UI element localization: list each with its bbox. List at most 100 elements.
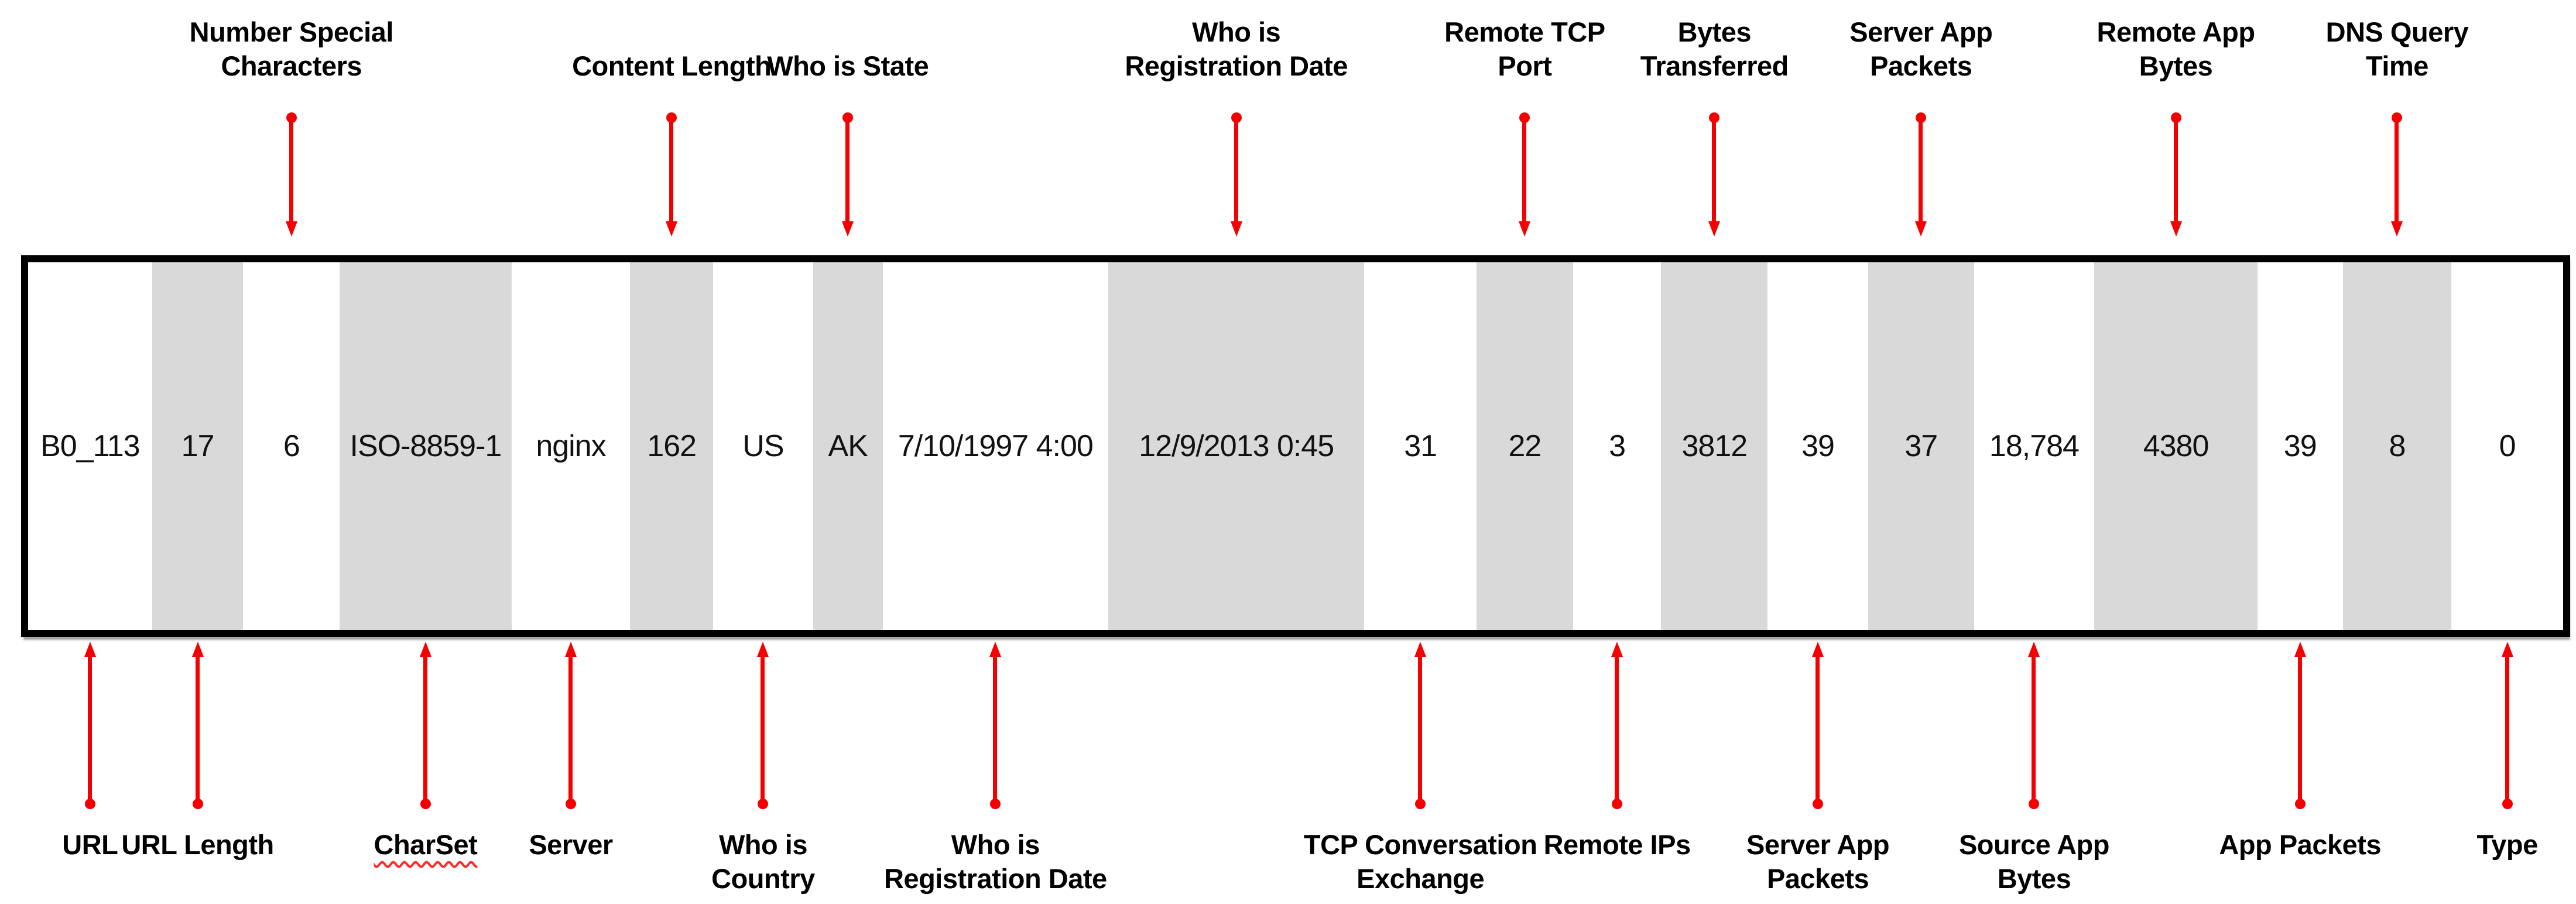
arrow-dot-icon [2502, 799, 2513, 809]
field-label-bottom-url-length-arrow [191, 642, 204, 809]
arrow-line [1919, 118, 1923, 221]
arrow-dot-icon [84, 799, 95, 809]
field-label-top-number-special-characters: Number Special Characters [189, 16, 394, 81]
arrowhead-icon [2501, 642, 2513, 657]
field-label-bottom-who-is-registration-date: Who is Registration Date [884, 829, 1107, 894]
field-label-top-who-is-registration-date: Who is Registration Date [1125, 16, 1348, 81]
arrow-line [1815, 656, 1820, 800]
arrowhead-icon [1611, 642, 1623, 657]
field-label-bottom-server-app-packets: Server App Packets [1746, 829, 1890, 894]
arrowhead-icon [1708, 221, 1721, 237]
field-label-bottom-charset: CharSet [374, 829, 478, 860]
arrow-line [2395, 118, 2399, 221]
arrowhead-icon [419, 642, 431, 657]
arrow-line [2173, 118, 2178, 221]
arrowhead-icon [2028, 642, 2040, 657]
arrowhead-icon [191, 642, 204, 657]
cell-ak: AK [813, 262, 883, 630]
data-row-box: B0_113 17 6 ISO-8859-1 nginx 162 US AK 7/10/1997… [21, 255, 2570, 637]
field-label-top-content-length-arrow [666, 112, 678, 237]
arrow-dot-icon [1612, 799, 1623, 809]
field-label-bottom-server-arrow [565, 642, 577, 809]
arrowhead-icon [2170, 221, 2182, 237]
field-label-top-number-special-characters-arrow [285, 112, 297, 237]
arrow-line [568, 656, 573, 800]
cell-6: 6 [283, 429, 300, 463]
cell-18-784: 18,784 [1989, 429, 2080, 463]
arrowhead-icon [285, 221, 297, 237]
arrow-line [87, 656, 92, 800]
field-label-bottom-app-packets: App Packets [2219, 829, 2382, 860]
field-label-bottom-who-is-country-arrow [757, 642, 769, 809]
cell-39: 39 [1801, 429, 1835, 463]
arrowhead-icon [757, 642, 769, 657]
field-label-bottom-type: Type [2476, 829, 2539, 860]
field-label-bottom-url: URL [62, 829, 118, 860]
cell-nginx: nginx [536, 429, 606, 463]
arrowhead-icon [1812, 642, 1824, 657]
cell-39: 39 [2283, 429, 2317, 463]
arrow-dot-icon [192, 799, 203, 809]
field-label-top-who-is-state-arrow [842, 112, 854, 237]
cell-162: 162 [630, 262, 714, 630]
field-label-top-who-is-state: Who is State [767, 50, 929, 81]
cell-17: 17 [152, 262, 244, 630]
arrow-line [993, 656, 998, 800]
arrow-dot-icon [1813, 799, 1824, 809]
arrowhead-icon [989, 642, 1002, 657]
cell-8: 8 [2342, 262, 2452, 630]
field-label-top-dns-query-time-arrow [2391, 112, 2403, 237]
arrow-line [1615, 656, 1619, 800]
field-label-bottom-remote-ips: Remote IPs [1543, 829, 1691, 860]
arrow-line [423, 656, 427, 800]
arrow-dot-icon [566, 799, 576, 809]
arrow-line [2505, 656, 2509, 800]
field-label-top-who-is-registration-date-arrow [1230, 112, 1242, 237]
field-label-top-server-app-packets: Server App Packets [1849, 16, 1993, 81]
arrow-dot-icon [2294, 799, 2306, 809]
arrow-dot-icon [420, 799, 431, 809]
arrow-line [845, 118, 850, 221]
field-label-bottom-app-packets-arrow [2294, 642, 2306, 809]
field-label-bottom-tcp-conversation-exchange: TCP Conversation Exchange [1303, 829, 1537, 894]
field-label-top-bytes-transferred: Bytes Transferred [1640, 16, 1789, 81]
cell-22: 22 [1477, 262, 1573, 630]
arrow-line [669, 118, 674, 221]
field-label-bottom-charset-arrow [419, 642, 431, 809]
arrowhead-icon [1519, 221, 1531, 237]
arrow-line [1712, 118, 1717, 221]
arrow-dot-icon [990, 799, 1001, 809]
arrow-line [1418, 656, 1423, 800]
cell-us: US [742, 429, 784, 463]
arrowhead-icon [1230, 221, 1242, 237]
cell-12-9-2013-0-45: 12/9/2013 0:45 [1108, 262, 1365, 630]
arrowhead-icon [2391, 221, 2403, 237]
field-label-top-content-length: Content Length [572, 50, 772, 81]
arrowhead-icon [565, 642, 577, 657]
arrow-line [289, 118, 293, 221]
field-label-bottom-tcp-conversation-exchange-arrow [1414, 642, 1427, 809]
arrow-line [195, 656, 200, 800]
cell-0: 0 [2499, 429, 2516, 463]
field-label-bottom-server-app-packets-arrow [1812, 642, 1824, 809]
field-label-bottom-source-app-bytes-arrow [2028, 642, 2040, 809]
cell-iso-8859-1: ISO-8859-1 [340, 262, 512, 630]
field-label-bottom-server: Server [529, 829, 613, 860]
arrow-dot-icon [1415, 799, 1426, 809]
field-label-top-server-app-packets-arrow [1915, 112, 1927, 237]
arrowhead-icon [1414, 642, 1427, 657]
arrow-line [1522, 118, 1527, 221]
arrowhead-icon [666, 221, 678, 237]
cell-7-10-1997-4-00: 7/10/1997 4:00 [898, 429, 1094, 463]
cell-37: 37 [1868, 262, 1974, 630]
field-label-bottom-remote-ips-arrow [1611, 642, 1623, 809]
cell-4380: 4380 [2094, 262, 2258, 630]
field-label-top-remote-tcp-port-arrow [1519, 112, 1531, 237]
field-label-top-dns-query-time: DNS Query Time [2325, 16, 2469, 81]
cell-b0-113: B0_113 [40, 429, 140, 463]
arrowhead-icon [842, 221, 854, 237]
field-label-bottom-who-is-registration-date-arrow [989, 642, 1002, 809]
cell-31: 31 [1404, 429, 1437, 463]
field-label-bottom-who-is-country: Who is Country [711, 829, 815, 894]
